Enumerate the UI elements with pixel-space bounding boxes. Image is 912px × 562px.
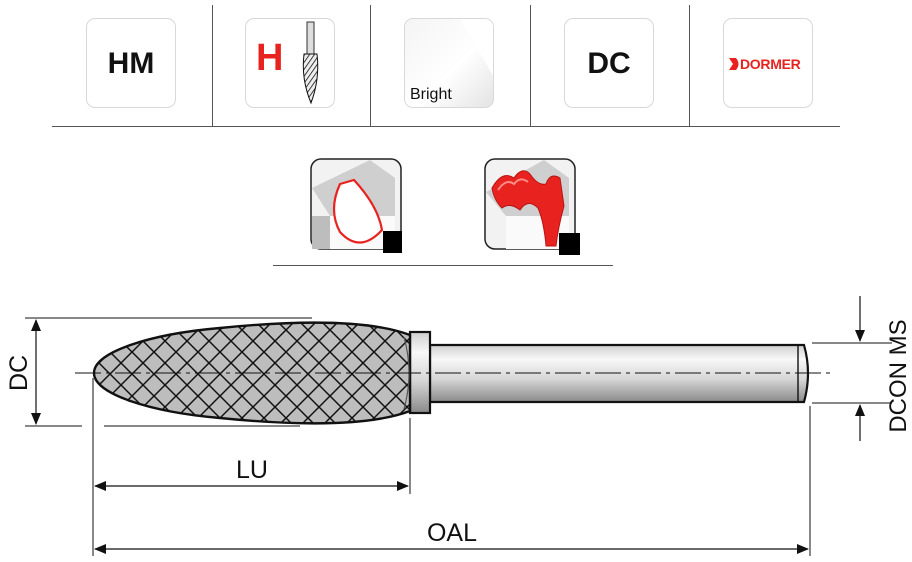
- bright-finish-icon: [405, 19, 493, 107]
- material-tile: HM: [86, 18, 176, 108]
- dimension-tile: DC: [564, 18, 654, 108]
- top-row-rule: [52, 126, 840, 127]
- finish-tile: Bright: [404, 18, 494, 108]
- brand-tile: DORMER: [723, 18, 813, 108]
- divider: [370, 5, 371, 127]
- lu-dimension-label: LU: [236, 456, 268, 484]
- divider: [689, 5, 690, 127]
- finish-label: Bright: [410, 86, 452, 103]
- application-icon-2: [484, 158, 580, 255]
- icon-row-rule: [273, 265, 613, 266]
- dc-dimension-label: DC: [5, 355, 33, 391]
- brand-label: DORMER: [740, 56, 801, 72]
- dormer-logo-icon: [729, 58, 739, 70]
- burr-mini-icon: [302, 21, 319, 105]
- application-icon-1: [310, 158, 405, 253]
- dimension-label: DC: [587, 47, 631, 80]
- cut-type-letter: H: [256, 37, 284, 79]
- divider: [212, 5, 213, 127]
- cut-type-tile: H: [245, 18, 335, 108]
- oal-dimension-label: OAL: [427, 519, 477, 547]
- dcon-dimension-label: DCON MS: [885, 319, 912, 432]
- material-label: HM: [107, 47, 155, 80]
- divider: [530, 5, 531, 127]
